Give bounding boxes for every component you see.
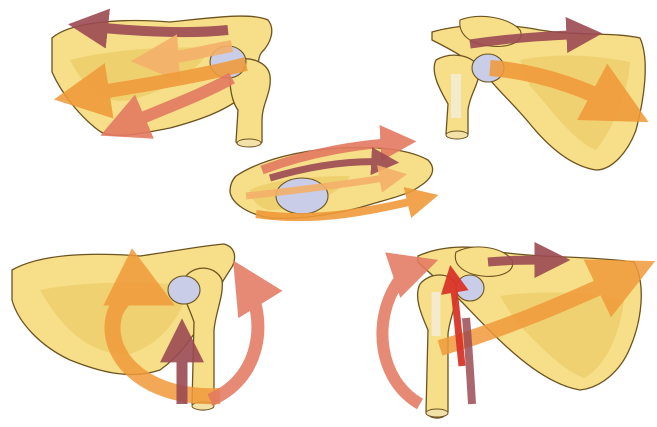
panel-bottom-right <box>382 247 641 418</box>
panel-top-left <box>52 16 272 147</box>
arrow-dark-red <box>488 260 556 262</box>
arrow-salmon-curved <box>382 266 420 404</box>
humerus-shaft-end <box>446 131 468 139</box>
humeral-head <box>168 276 200 304</box>
humerus-shaft-end <box>426 409 448 417</box>
humeral-head <box>456 275 484 301</box>
panel-bottom-left <box>12 244 258 410</box>
arrow-dark-red <box>84 26 228 32</box>
humeral-head <box>276 178 328 214</box>
panel-center <box>230 142 433 218</box>
arrow-dark-red-vertical <box>466 318 472 404</box>
panel-top-right <box>432 16 645 170</box>
humerus-shaft-end <box>237 139 261 147</box>
